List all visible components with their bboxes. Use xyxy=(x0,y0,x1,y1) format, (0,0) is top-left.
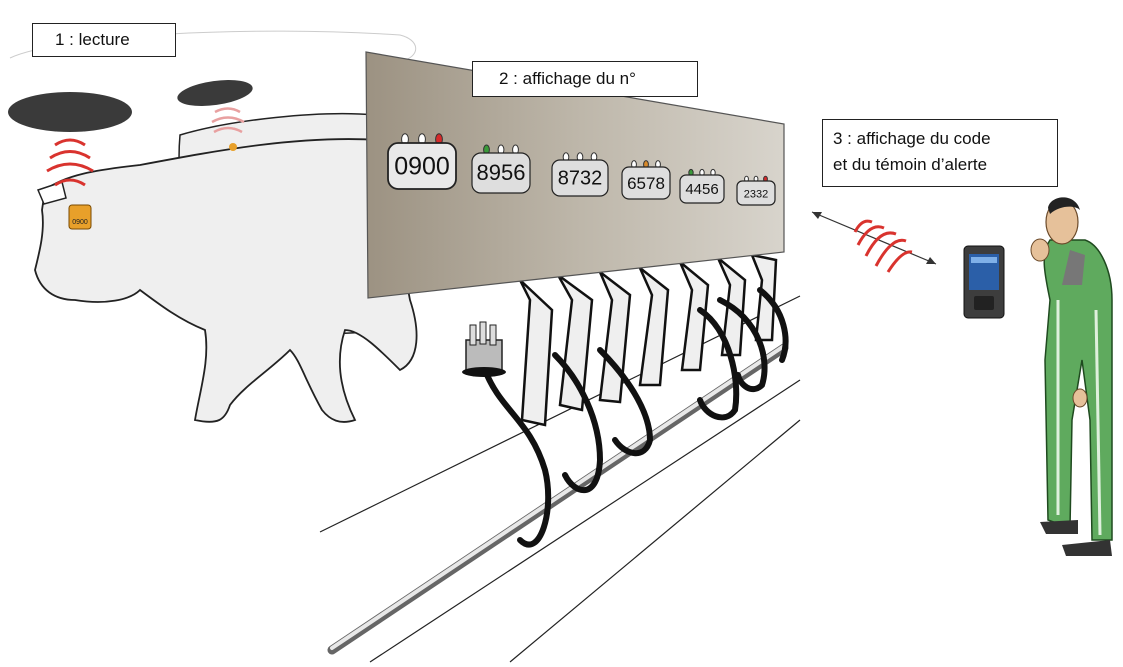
display-tag: 4456 xyxy=(680,169,724,203)
ear-tag-number: 0900 xyxy=(72,219,88,226)
milk-pipe xyxy=(332,346,784,650)
display-tag: 2332 xyxy=(737,176,775,205)
step1-label: 1 : lecture xyxy=(32,23,176,57)
wireless-link xyxy=(812,212,936,272)
display-tag-number: 8732 xyxy=(558,167,603,189)
radio-wave-icon xyxy=(855,221,912,272)
rfid-reader-icon xyxy=(8,92,132,132)
farmer-figure-icon xyxy=(1031,197,1112,556)
handheld-terminal-icon xyxy=(964,246,1004,318)
step3-label-line1: 3 : affichage du code xyxy=(833,126,1057,152)
step2-label: 2 : affichage du n° xyxy=(472,61,698,97)
rfid-reader-icon xyxy=(176,76,255,110)
display-tag-number: 4456 xyxy=(685,181,718,198)
step3-label-line2: et du témoin d’alerte xyxy=(833,152,1057,178)
display-tag-number: 8956 xyxy=(477,160,526,185)
ear-tag-icon: 0900 xyxy=(69,205,91,229)
display-tag-number: 6578 xyxy=(627,174,665,193)
ear-tag-icon xyxy=(229,143,237,151)
front-cow xyxy=(35,139,417,422)
display-tag-number: 0900 xyxy=(394,152,450,180)
milking-cluster-icon xyxy=(462,322,506,377)
display-tag-number: 2332 xyxy=(744,188,768,200)
step3-label: 3 : affichage du code et du témoin d’ale… xyxy=(822,119,1058,187)
